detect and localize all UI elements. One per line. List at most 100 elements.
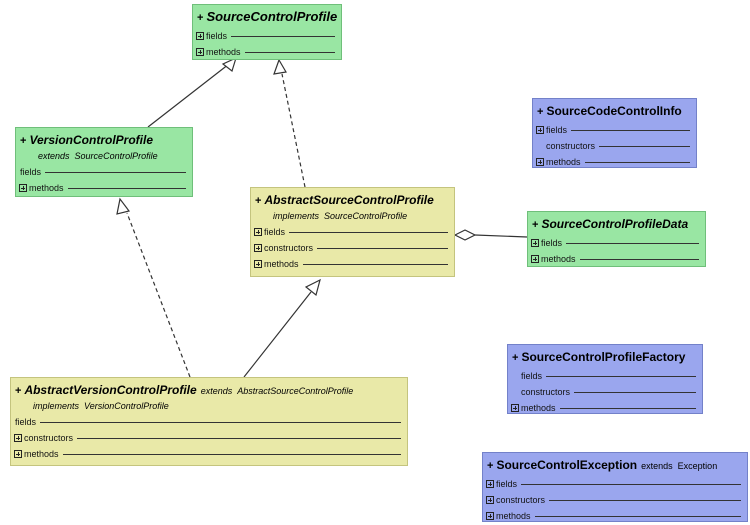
section-divider [289,231,448,233]
section-divider [534,515,741,517]
section-divider [62,453,401,455]
section-label: constructors [496,495,546,505]
constructors-section[interactable]: constructors [251,240,454,256]
expand-toggle-icon[interactable] [486,512,494,520]
fields-section[interactable]: fields [508,368,702,384]
methods-section[interactable]: methods [528,251,705,267]
expand-toggle-icon[interactable] [14,450,22,458]
section-label: constructors [264,243,314,253]
implements-keyword: implements [273,211,320,221]
class-header: +SourceControlProfile [193,5,341,28]
implements-target: VersionControlProfile [84,401,169,411]
section-label: fields [496,479,518,489]
section-label: fields [264,227,286,237]
constructors-section[interactable]: constructors [508,384,702,400]
section-divider [599,145,690,147]
section-label: fields [541,238,563,248]
fields-section[interactable]: fields [483,476,747,492]
section-label: fields [546,125,568,135]
aggregation-line [474,234,528,238]
expand-toggle-icon[interactable] [14,434,22,442]
hollow-diamond [453,229,477,241]
generalization-line [243,291,312,378]
fields-section[interactable]: fields [11,414,407,430]
class-name: SourceCodeControlInfo [546,104,682,118]
class-abstract-source-control-profile[interactable]: +AbstractSourceControlProfile implements… [250,187,455,277]
section-divider [574,391,696,393]
expand-toggle-icon[interactable] [196,48,204,56]
expand-toggle-icon[interactable] [486,480,494,488]
constructors-section[interactable]: constructors [483,492,747,508]
expand-toggle-icon[interactable] [531,255,539,263]
class-name: SourceControlException [496,458,638,472]
section-label: methods [541,254,576,264]
fields-section[interactable]: fields [528,235,705,251]
extends-keyword: extends [641,461,673,471]
section-divider [67,187,186,189]
fields-section[interactable]: fields [251,224,454,240]
fields-section[interactable]: fields [533,122,696,138]
visibility-marker: + [487,460,494,472]
expand-toggle-icon[interactable] [536,126,544,134]
section-divider [231,35,335,37]
section-divider [549,499,741,501]
expand-toggle-icon[interactable] [19,184,27,192]
implements-target: SourceControlProfile [324,211,408,221]
section-label: fields [521,371,543,381]
expand-toggle-icon[interactable] [196,32,204,40]
section-label: methods [29,183,64,193]
section-divider [521,483,741,485]
section-divider [571,129,690,131]
hollow-triangle-arrowhead [273,58,287,75]
section-divider [584,161,690,163]
fields-section[interactable]: fields [16,164,192,180]
constructors-section[interactable]: constructors [533,138,696,154]
constructors-section[interactable]: constructors [11,430,407,446]
methods-section[interactable]: methods [251,256,454,272]
class-name: AbstractVersionControlProfile [24,383,197,397]
visibility-marker: + [15,385,22,397]
class-source-code-control-info[interactable]: +SourceCodeControlInfo fields constructo… [532,98,697,168]
class-source-control-profile-factory[interactable]: +SourceControlProfileFactory fields cons… [507,344,703,414]
expand-toggle-icon[interactable] [254,228,262,236]
methods-section[interactable]: methods [16,180,192,196]
class-header: +SourceControlProfileFactory [508,345,702,368]
expand-toggle-icon[interactable] [254,260,262,268]
section-divider [566,242,699,244]
methods-section[interactable]: methods [193,44,341,60]
class-header: +VersionControlProfile [16,128,192,151]
section-divider [546,375,696,377]
extends-target: AbstractSourceControlProfile [237,386,354,396]
class-header: +SourceCodeControlInfo [533,99,696,122]
implements-clause: implements SourceControlProfile [251,211,454,224]
expand-toggle-icon[interactable] [536,158,544,166]
section-divider [244,51,335,53]
expand-toggle-icon[interactable] [511,404,519,412]
class-source-control-profile[interactable]: +SourceControlProfile fields methods [192,4,342,60]
visibility-marker: + [255,195,262,207]
section-label: methods [24,449,59,459]
extends-target: Exception [677,461,718,471]
expand-toggle-icon[interactable] [531,239,539,247]
methods-section[interactable]: methods [11,446,407,462]
implements-keyword: implements [33,401,80,411]
class-version-control-profile[interactable]: +VersionControlProfile extends SourceCon… [15,127,193,197]
expand-toggle-icon[interactable] [486,496,494,504]
hollow-triangle-arrowhead [304,278,321,297]
class-name: VersionControlProfile [29,133,154,147]
methods-section[interactable]: methods [483,508,747,524]
section-label: fields [15,417,37,427]
class-source-control-profile-data[interactable]: +SourceControlProfileData fields methods [527,211,706,267]
hollow-triangle-arrowhead [116,197,131,215]
expand-toggle-icon[interactable] [254,244,262,252]
section-label: methods [546,157,581,167]
section-label: methods [206,47,241,57]
section-divider [579,258,699,260]
generalization-line [147,63,230,128]
methods-section[interactable]: methods [533,154,696,170]
methods-section[interactable]: methods [508,400,702,416]
fields-section[interactable]: fields [193,28,341,44]
extends-clause: extends SourceControlProfile [16,151,192,164]
